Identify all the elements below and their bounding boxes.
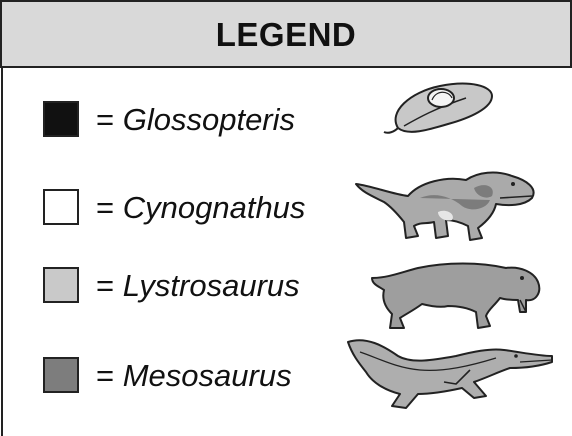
glossopteris-leaf-icon — [384, 84, 492, 133]
swatch-mesosaurus — [44, 358, 78, 392]
lystrosaurus-icon — [372, 264, 539, 329]
legend-label-glossopteris: = Glossopteris — [96, 100, 295, 140]
swatch-cynognathus — [44, 190, 78, 224]
legend-equals: = — [96, 268, 114, 303]
legend-equals: = — [96, 190, 114, 225]
swatch-lystrosaurus — [44, 268, 78, 302]
legend-name: Lystrosaurus — [123, 268, 300, 303]
legend-label-mesosaurus: = Mesosaurus — [96, 356, 292, 396]
legend-equals: = — [96, 358, 114, 393]
cynognathus-icon — [356, 173, 534, 240]
swatch-glossopteris — [44, 102, 78, 136]
legend-title: LEGEND — [0, 2, 572, 68]
legend-label-lystrosaurus: = Lystrosaurus — [96, 266, 300, 306]
legend-name: Glossopteris — [123, 102, 295, 137]
legend-name: Cynognathus — [123, 190, 306, 225]
legend-label-cynognathus: = Cynognathus — [96, 188, 305, 228]
legend-name: Mesosaurus — [123, 358, 292, 393]
legend-equals: = — [96, 102, 114, 137]
mesosaurus-icon — [348, 340, 552, 408]
